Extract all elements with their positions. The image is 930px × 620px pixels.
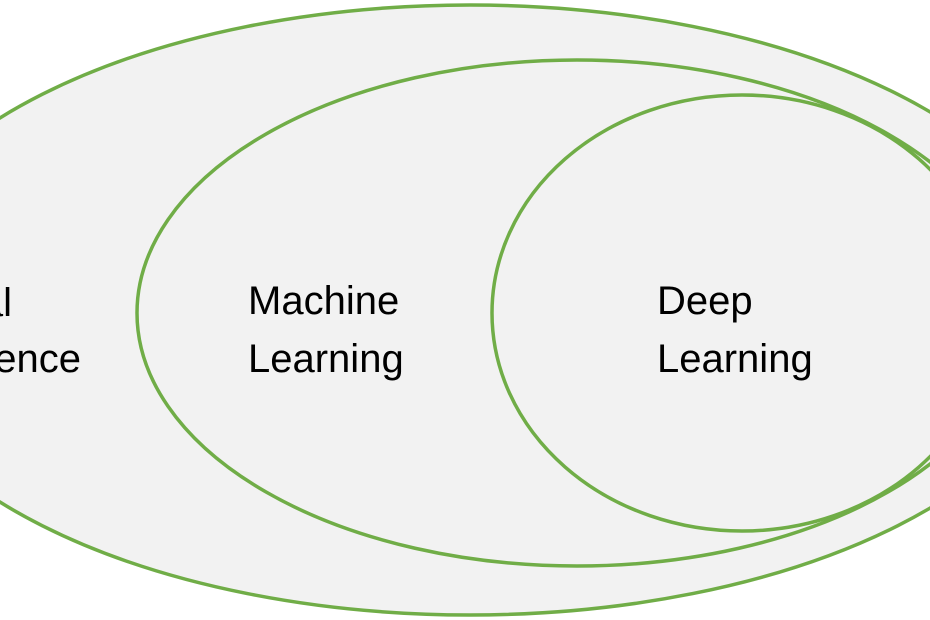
dl-ellipse: [490, 93, 930, 533]
region-dl: Deep Learning: [490, 93, 930, 533]
ai-label-line-1: ial: [0, 281, 12, 325]
ml-label-line-2: Learning: [248, 337, 404, 381]
ml-label-line-1: Machine: [248, 279, 399, 323]
dl-label-line-2: Learning: [657, 337, 813, 381]
ml-label: Machine Learning: [248, 279, 410, 381]
ai-label-line-2: gence: [0, 337, 81, 381]
dl-label-line-1: Deep: [657, 279, 753, 323]
dl-label: Deep Learning: [657, 279, 813, 381]
ai-label: ial gence: [0, 281, 81, 381]
